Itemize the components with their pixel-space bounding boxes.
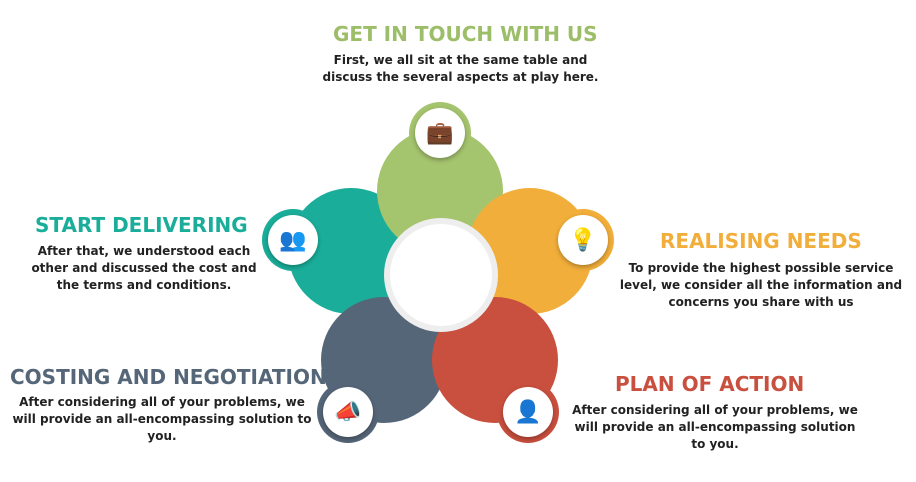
briefcase-icon: 💼 bbox=[415, 108, 465, 158]
ring-orange: 💡 bbox=[552, 209, 614, 271]
ring-teal: 👥 bbox=[262, 209, 324, 271]
step-desc: After that, we understood each other and… bbox=[31, 244, 257, 292]
center-circle bbox=[384, 218, 498, 332]
step-title: REALISING NEEDS bbox=[660, 229, 862, 253]
step-desc: First, we all sit at the same table and … bbox=[322, 53, 599, 84]
step-title: PLAN OF ACTION bbox=[615, 372, 805, 396]
step-desc: After considering all of your problems, … bbox=[572, 403, 858, 451]
person-idea-icon: 👤 bbox=[503, 387, 553, 437]
ring-red: 👤 bbox=[497, 381, 559, 443]
delivery-team-icon: 👥 bbox=[268, 215, 318, 265]
step-desc: After considering all of your problems, … bbox=[12, 395, 312, 443]
lightbulb-icon: 💡 bbox=[558, 215, 608, 265]
megaphone-discount-icon: 📣 bbox=[323, 387, 373, 437]
step-desc: To provide the highest possible service … bbox=[619, 261, 903, 309]
ring-slate: 📣 bbox=[317, 381, 379, 443]
step-title: COSTING AND NEGOTIATION bbox=[10, 365, 327, 389]
step-title: START DELIVERING bbox=[35, 213, 248, 237]
ring-green: 💼 bbox=[409, 102, 471, 164]
step-title: GET IN TOUCH WITH US bbox=[333, 22, 598, 46]
